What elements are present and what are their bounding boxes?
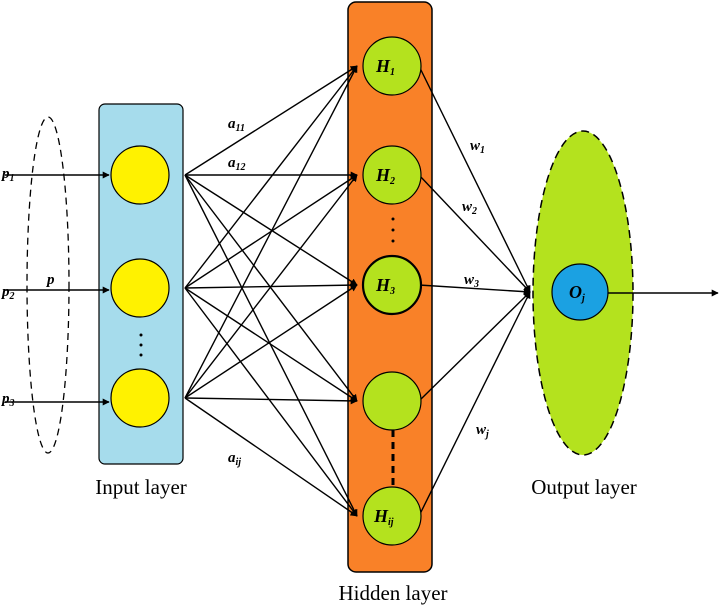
connections — [184, 65, 531, 517]
input-arrows — [5, 171, 110, 406]
weight-label-w1: w1 — [470, 138, 485, 156]
input-nodes — [110, 145, 170, 428]
connection-in1-h1 — [184, 65, 358, 176]
connection-in1-h5 — [184, 174, 358, 517]
hidden-layer-label: Hidden layer — [338, 581, 447, 605]
hidden-node-label-5: Hij — [373, 506, 394, 528]
weight-label-aij: aij — [228, 450, 241, 468]
input-vector-label: p — [45, 272, 55, 288]
hidden-node-5 — [362, 486, 422, 546]
weight-label-w2: w2 — [462, 199, 477, 217]
connection-in2-h5 — [184, 287, 358, 517]
hidden-node-1 — [362, 36, 422, 96]
connection-in2-h1 — [184, 65, 358, 289]
connection-h1-out — [418, 65, 531, 293]
output-node — [551, 263, 609, 321]
connection-h4-out — [418, 291, 531, 402]
input-node-1 — [110, 145, 170, 205]
connection-in3-h1 — [184, 65, 358, 399]
hidden-node-3 — [361, 254, 423, 316]
hidden-nodes — [361, 36, 423, 546]
weight-label-a11: a11 — [228, 116, 245, 134]
connection-h5-out — [418, 291, 531, 517]
connection-in3-h4 — [184, 397, 358, 405]
connection-in3-h3 — [184, 284, 358, 399]
weight-label-w3: w3 — [464, 272, 479, 290]
input-node-2 — [110, 258, 170, 318]
hidden-node-label-2: H2 — [375, 165, 395, 187]
input-label-1: p1 — [0, 166, 15, 184]
weight-label-wj: wj — [476, 422, 489, 440]
input-label-3: p3 — [0, 391, 15, 409]
input-layer-label: Input layer — [95, 475, 187, 499]
connection-in1-h4 — [184, 174, 358, 402]
connection-in1-h3 — [184, 174, 358, 286]
weight-label-a12: a12 — [228, 155, 246, 173]
hidden-node-2 — [362, 145, 422, 205]
output-layer-label: Output layer — [531, 475, 637, 499]
connection-h2-out — [418, 174, 531, 293]
connection-h3-out — [418, 284, 531, 296]
hidden-node-4 — [362, 371, 422, 431]
input-group-ellipse — [26, 116, 70, 454]
input-label-2: p2 — [0, 284, 15, 302]
connection-in3-h2 — [184, 174, 358, 399]
input-node-3 — [110, 368, 170, 428]
connection-in3-h5 — [184, 397, 358, 517]
hidden-node-label-3: H3 — [375, 275, 395, 297]
input-ellipsis — [139, 333, 143, 357]
hidden-node-label-1: H1 — [375, 56, 395, 78]
connection-in2-h4 — [184, 287, 358, 402]
output-node-label: Oj — [569, 282, 585, 304]
hidden-ellipsis — [391, 217, 395, 243]
